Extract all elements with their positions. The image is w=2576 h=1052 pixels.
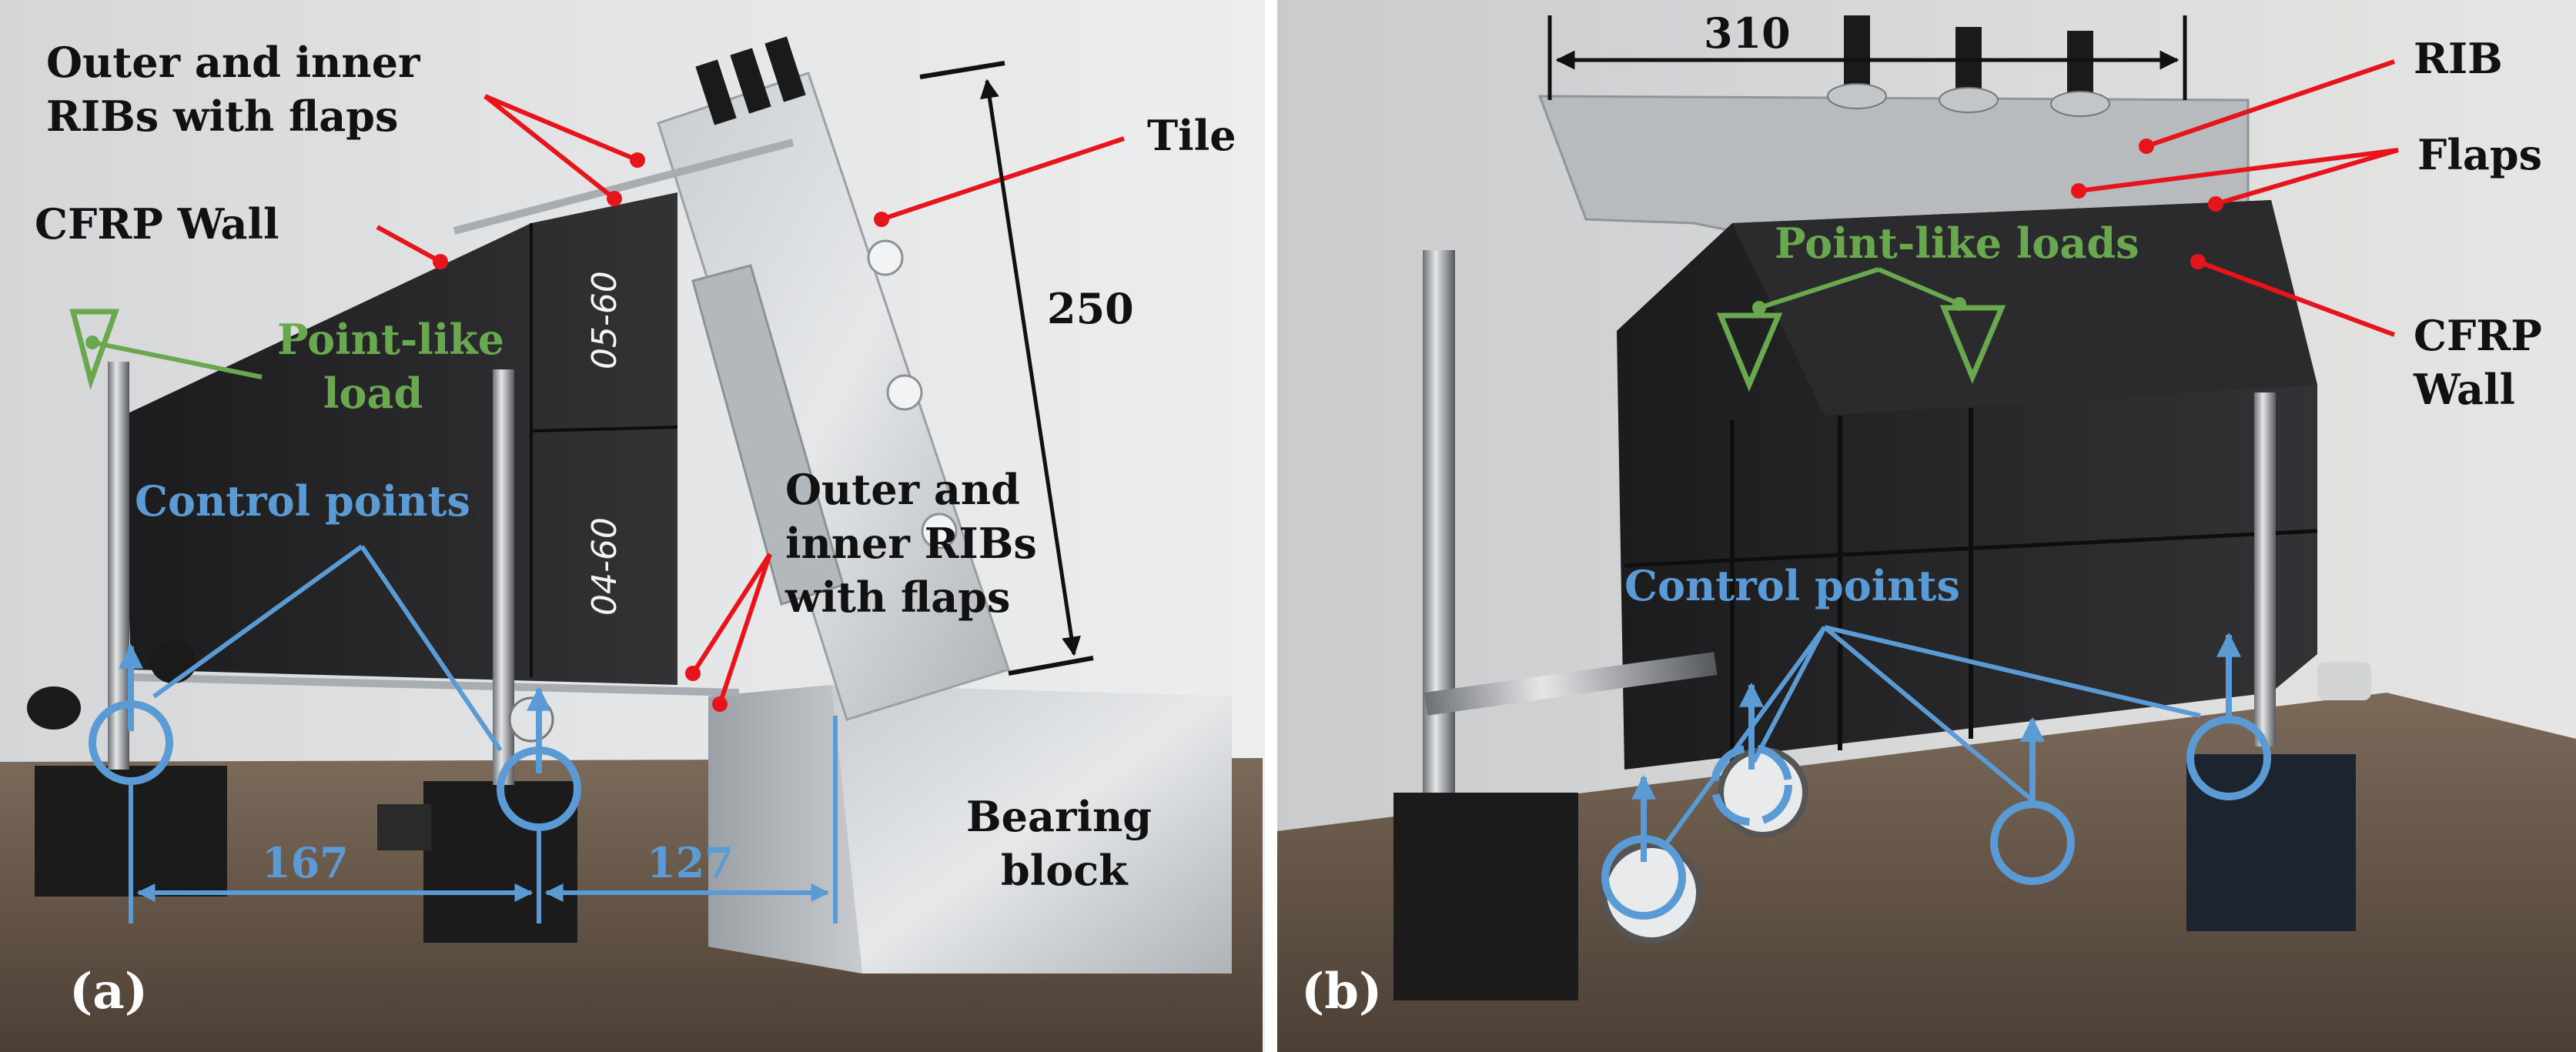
leader-cfrp-b — [2196, 259, 2396, 337]
label-bearing-line1: Bearing — [966, 792, 1152, 841]
label-control-points-a: Control points — [135, 476, 470, 526]
label-point-load-line1: Point-like — [277, 315, 504, 364]
leader-cfrp-wall-a — [376, 225, 442, 264]
label-flaps: Flaps — [2417, 130, 2542, 179]
panel-a-photo: 05-60 04-60 Outer and inner RIBs with fl… — [0, 0, 1265, 1052]
label-cfrp-line1: CFRP — [2414, 311, 2542, 360]
tile — [657, 72, 1010, 721]
point-load-marker-b2 — [1939, 305, 2006, 385]
control-point-leaders-a — [152, 544, 503, 752]
dimension-127-label: 127 — [647, 838, 734, 887]
cfrp-wall-b — [1617, 200, 2318, 770]
panel-b-photo: 310 RIB Flaps CFRP Wall Point-like loads… — [1277, 0, 2576, 1052]
panel-label-b: (b) — [1301, 963, 1382, 1020]
label-ribs-top-line1: Outer and inner — [46, 38, 420, 87]
leader-ribs-top — [483, 94, 639, 201]
point-load-leaders-b — [1758, 267, 1961, 310]
dial-gauge-2 — [1718, 747, 1808, 838]
panel-label-a: (a) — [69, 963, 148, 1020]
stand-rod-b-right — [2254, 392, 2276, 746]
stand-base-b-left — [1393, 793, 1578, 1000]
stand-base-b-right — [2186, 754, 2356, 931]
control-point-b2 — [1711, 744, 1792, 826]
leader-ribs-mid — [691, 553, 772, 705]
stand-rod-b-left — [1423, 250, 1455, 804]
label-ribs-mid-line1: Outer and — [785, 465, 1020, 514]
label-cfrp-line2: Wall — [2413, 365, 2515, 414]
dimension-167-127 — [129, 716, 838, 923]
rib-bottom-edge — [130, 673, 740, 696]
label-rib: RIB — [2414, 34, 2503, 83]
label-control-points-b: Control points — [1624, 561, 1960, 610]
label-bearing-line2: block — [1001, 846, 1129, 895]
dimension-250-label: 250 — [1047, 284, 1134, 333]
specimen-marking-lower: 04-60 — [585, 517, 624, 616]
label-cfrp-wall-a: CFRP Wall — [35, 199, 279, 249]
rib-top-edge — [453, 139, 795, 235]
panel-divider — [1265, 0, 1277, 1052]
tile-bolts — [695, 36, 806, 125]
dimension-310 — [1547, 15, 2187, 100]
point-load-marker-b1 — [1716, 312, 1783, 392]
dimension-250 — [919, 61, 1094, 676]
label-ribs-top-line2: RIBs with flaps — [46, 92, 398, 141]
leader-flaps — [2078, 148, 2399, 206]
bearing-block — [708, 685, 1232, 974]
label-ribs-mid-line3: with flaps — [785, 573, 1010, 622]
leader-rib — [2146, 59, 2395, 149]
dimension-167-label: 167 — [262, 838, 349, 887]
dial-gauge-1 — [1601, 842, 1702, 943]
control-point-leaders-b — [1664, 625, 2201, 844]
label-tile: Tile — [1147, 111, 1236, 160]
dimension-310-label: 310 — [1704, 8, 1791, 58]
specimen-marking-upper: 05-60 — [585, 271, 624, 369]
label-point-loads: Point-like loads — [1775, 219, 2139, 268]
label-point-load-line2: load — [323, 369, 423, 418]
stand-base-middle — [423, 781, 577, 943]
cfrp-wall-a — [123, 192, 678, 685]
label-ribs-mid-line2: inner RIBs — [785, 519, 1037, 568]
